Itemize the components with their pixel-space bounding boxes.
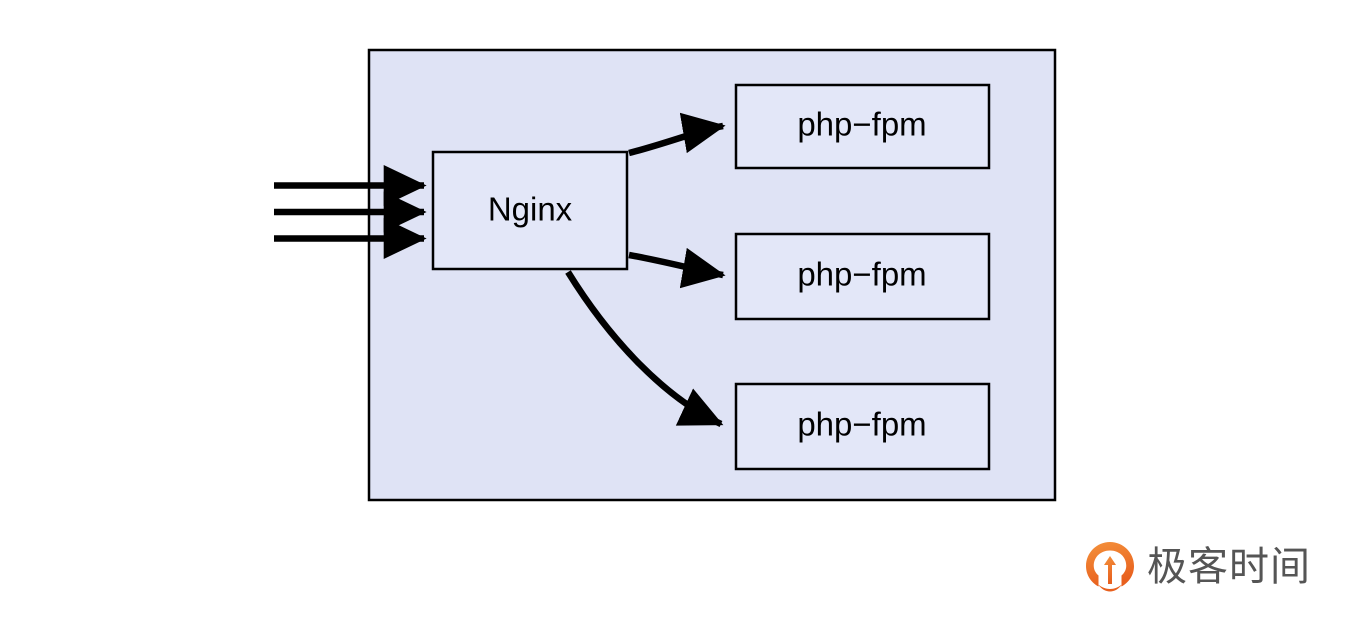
node-nginx-label: Nginx: [488, 191, 573, 228]
node-nginx[interactable]: Nginx: [431, 150, 629, 271]
node-nginx-box: [431, 150, 629, 271]
incoming-request-arrows: [274, 165, 427, 259]
watermark-brand: 极客时间: [1085, 541, 1311, 593]
dispatch-edges: [565, 112, 726, 427]
node-php-fpm-2-label: php−fpm: [797, 256, 926, 293]
node-php-fpm-1[interactable]: php−fpm: [734, 83, 991, 170]
node-php-fpm-2[interactable]: php−fpm: [734, 232, 991, 321]
watermark-text: 极客时间: [1147, 544, 1311, 590]
node-php-fpm-1-label: php−fpm: [797, 106, 926, 143]
edge-nginx-to-php-fpm-2: [628, 247, 726, 289]
node-php-fpm-3-box: [734, 382, 991, 471]
node-php-fpm-2-box: [734, 232, 991, 321]
node-php-fpm-1-box: [734, 83, 991, 170]
geektime-pin-logo-icon: [1086, 542, 1134, 592]
edge-nginx-to-php-fpm-3: [565, 270, 724, 427]
edge-nginx-to-php-fpm-1: [628, 112, 726, 157]
node-php-fpm-3[interactable]: php−fpm: [734, 382, 991, 471]
node-php-fpm-3-label: php−fpm: [797, 406, 926, 443]
